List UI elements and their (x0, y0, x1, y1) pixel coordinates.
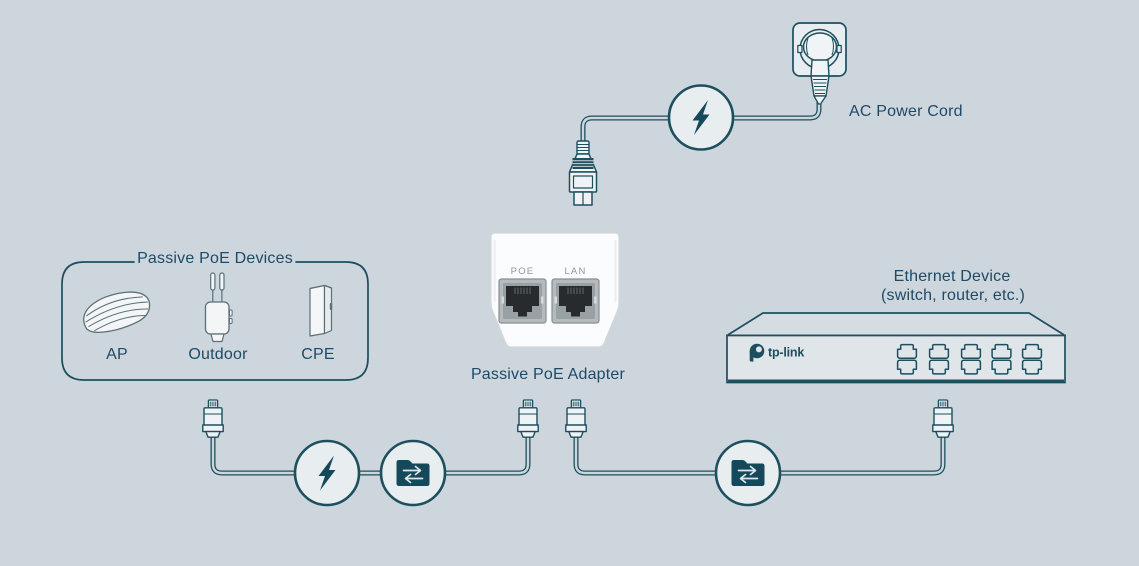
adapter-port-lan (551, 278, 600, 324)
rj45-connector-icon (932, 399, 954, 438)
ethernet-device-subtitle: (switch, router, etc.) (881, 287, 1025, 304)
rj45-connector-icon (202, 399, 224, 438)
outdoor-device-icon (204, 272, 233, 343)
poe-adapter-label: Passive PoE Adapter (470, 366, 626, 383)
poe-devices-box-title: Passive PoE Devices (137, 250, 293, 267)
adapter-port-lan-label: LAN (564, 266, 586, 277)
power-icon (667, 84, 735, 151)
dc-power-plug-icon (568, 140, 598, 206)
poe-devices-box (61, 261, 369, 381)
adapter-port-poe (498, 278, 547, 324)
tp-link-logo-text: tp-link (768, 346, 804, 360)
rj45-connector-icon (517, 399, 539, 438)
ap-device-icon (83, 291, 151, 333)
tp-link-logo: tp-link (749, 343, 805, 362)
power-icon-bottom (293, 439, 361, 507)
ac-power-cord-label: AC Power Cord (849, 103, 963, 120)
cpe-device-label: CPE (301, 346, 335, 363)
ethernet-switch-device: tp-link (726, 312, 1066, 384)
ap-device-label: AP (106, 346, 128, 363)
power-outlet-icon (792, 22, 847, 105)
data-transfer-icon-left (379, 439, 447, 507)
ethernet-cable-left (210, 436, 531, 476)
ethernet-device-title: Ethernet Device (893, 268, 1011, 285)
rj45-connector-icon (565, 399, 587, 438)
poe-adapter-device: POE LAN (490, 232, 620, 348)
cpe-device-icon (309, 284, 333, 337)
outdoor-device-label: Outdoor (188, 346, 248, 363)
data-transfer-icon-right (714, 439, 782, 507)
adapter-port-poe-label: POE (511, 266, 535, 277)
